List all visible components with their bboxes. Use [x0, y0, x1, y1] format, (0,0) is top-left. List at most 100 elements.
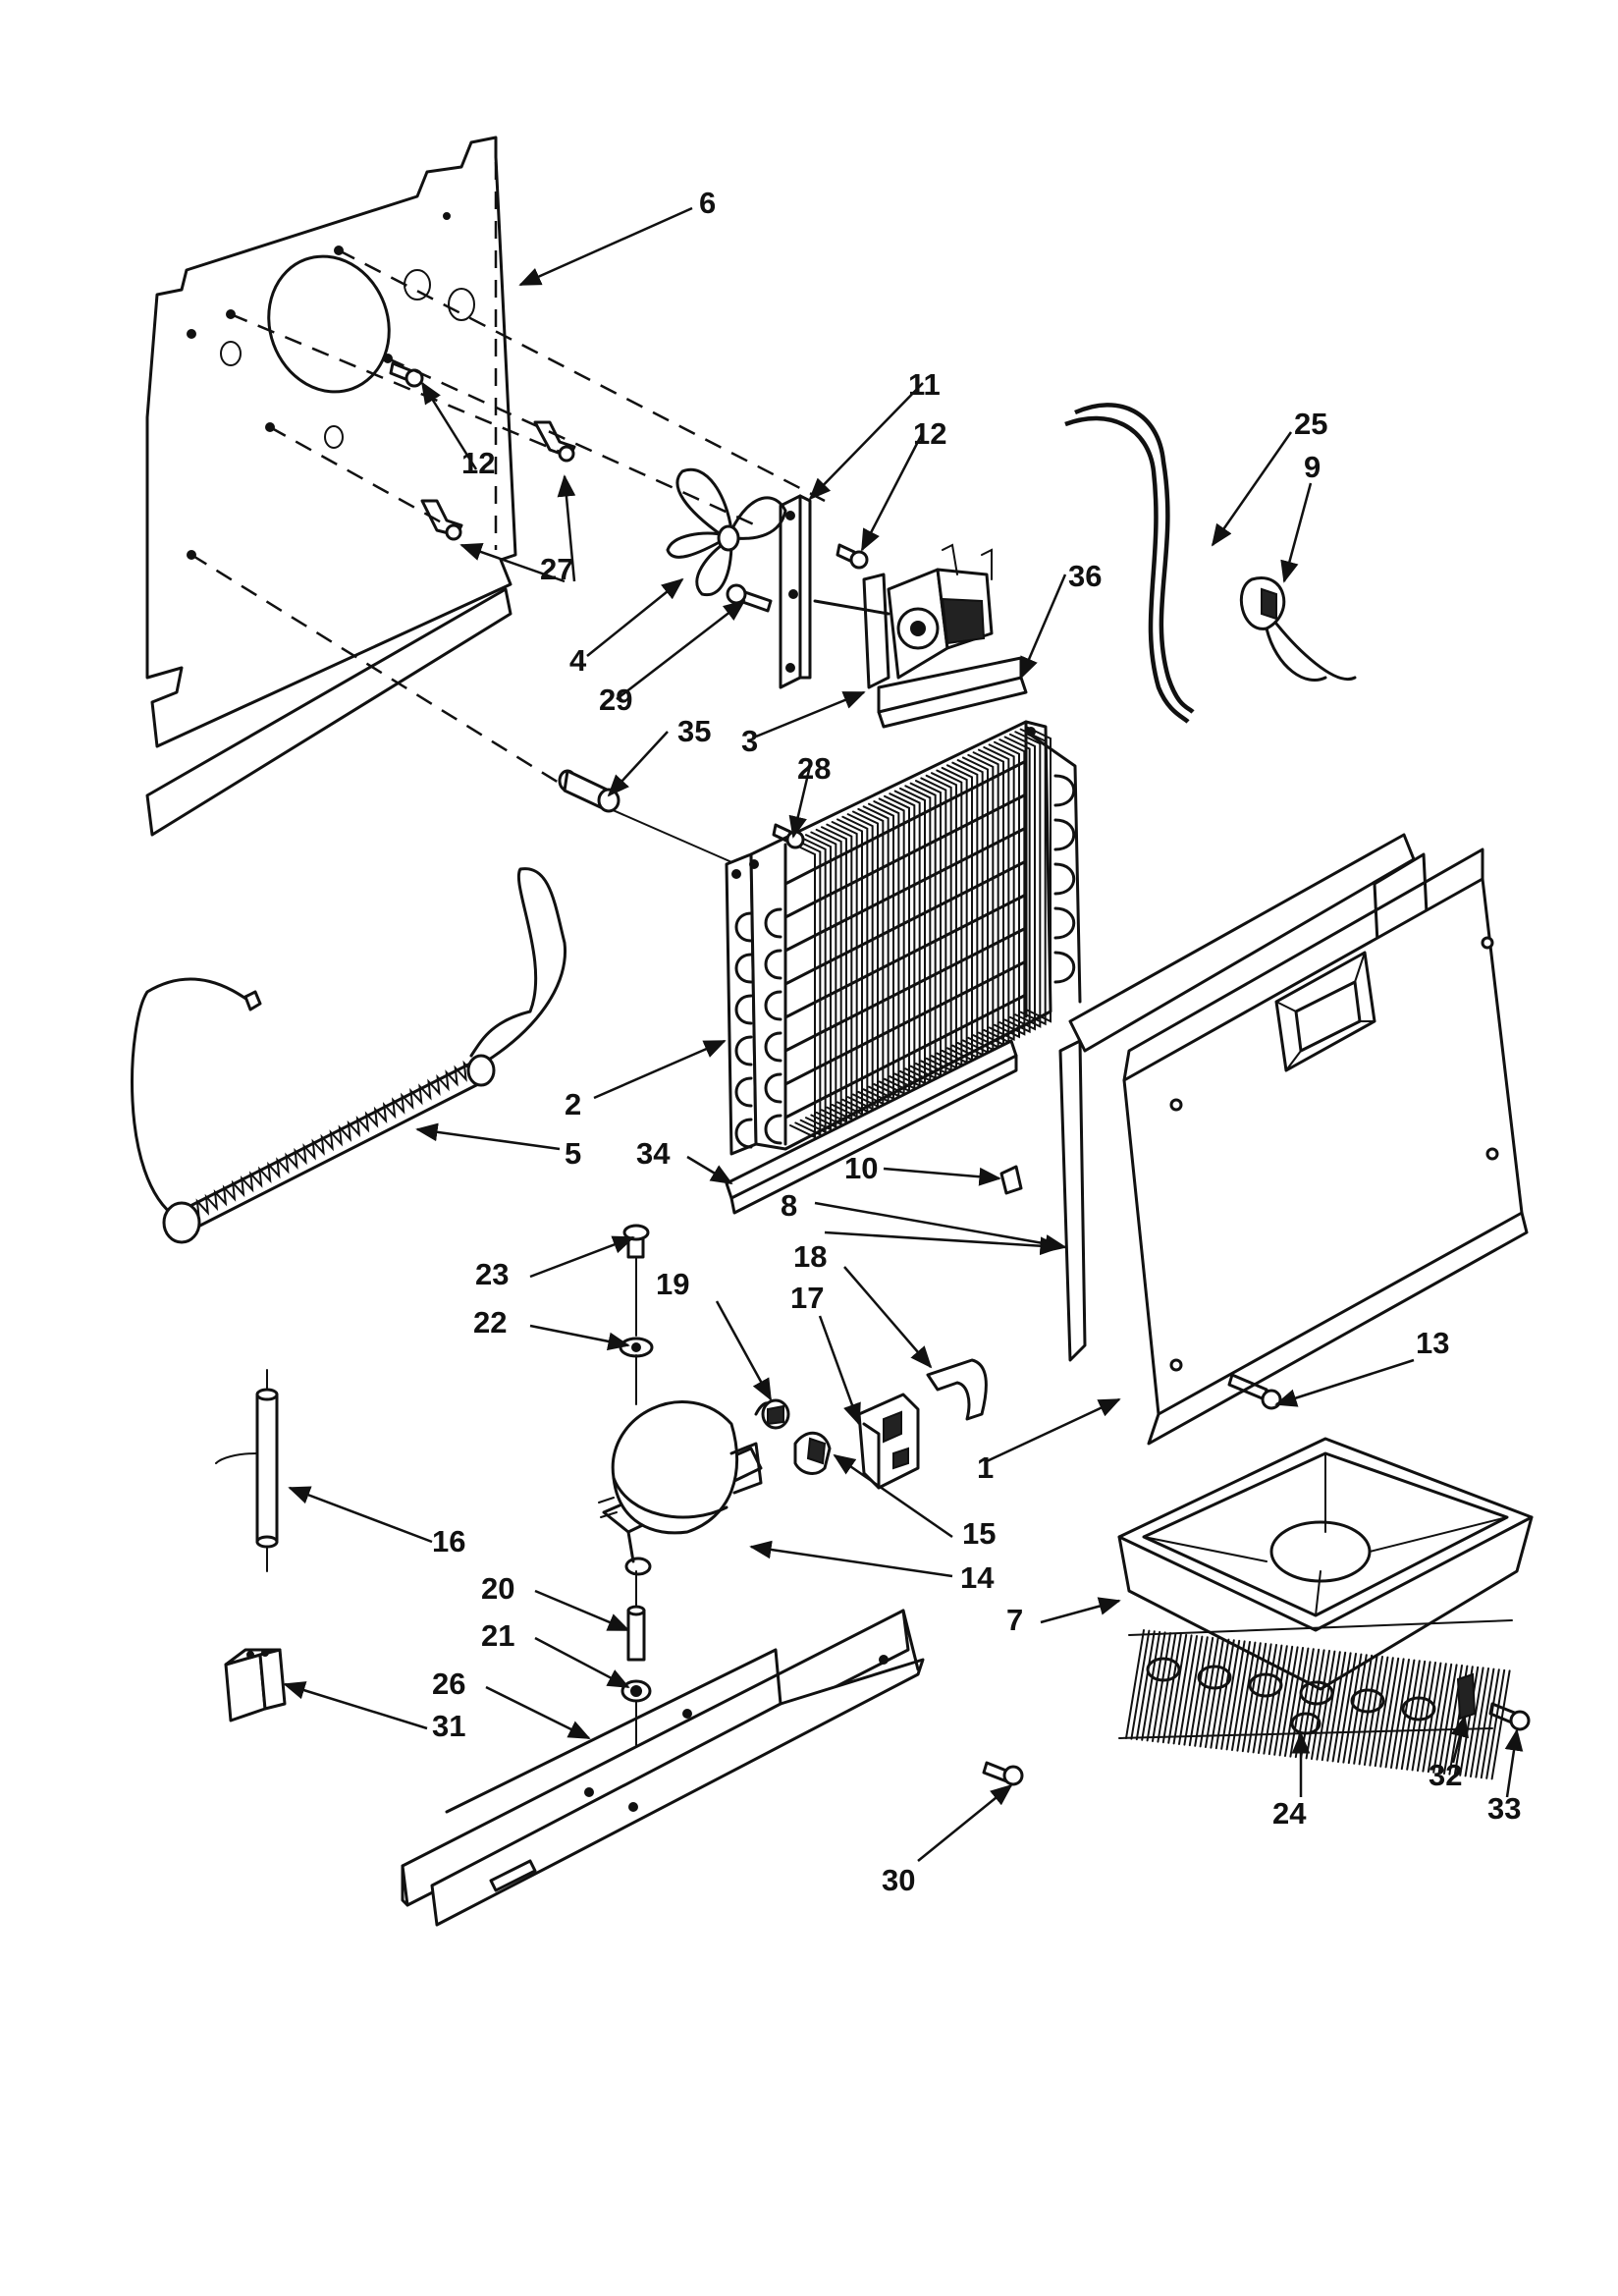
condenser-fin	[1273, 1645, 1294, 1756]
leader-line	[485, 1685, 591, 1740]
callout-26: 26	[432, 1667, 465, 1701]
evaporator-fin	[889, 793, 916, 1090]
evaporator-tube	[783, 959, 1028, 1086]
evaporator-fin	[983, 745, 1010, 1044]
leader-line	[986, 1397, 1121, 1463]
leader-line	[860, 431, 925, 552]
callout-9: 9	[1304, 450, 1321, 484]
evaporator-fin	[941, 766, 968, 1065]
defrost-heater-part	[131, 867, 567, 1244]
condenser-fin	[1278, 1646, 1299, 1757]
screw-12-part	[836, 543, 869, 570]
condenser-loop	[1146, 1657, 1181, 1682]
callout-30: 30	[882, 1863, 915, 1897]
evaporator-fin	[1014, 731, 1042, 1028]
evaporator-fin	[956, 759, 984, 1057]
evaporator-fin	[946, 764, 973, 1062]
leader-line	[288, 1486, 433, 1544]
evaporator-fin	[951, 761, 979, 1060]
condenser-fin	[1422, 1662, 1442, 1773]
evaporator-fin	[915, 780, 942, 1077]
evaporator-fin	[893, 790, 921, 1088]
evaporator-fin	[794, 839, 822, 1136]
leader-line	[749, 1540, 953, 1578]
evaporator-loop	[764, 990, 782, 1021]
condenser-fin	[1141, 1630, 1161, 1741]
condenser-loop	[1197, 1665, 1232, 1690]
base-rail-part	[401, 1609, 925, 1927]
evaporator-fin	[810, 831, 837, 1129]
callout-34: 34	[636, 1136, 671, 1171]
evaporator-loop	[1053, 862, 1076, 896]
evaporator-fin	[972, 751, 999, 1049]
callout-13: 13	[1416, 1326, 1449, 1360]
condenser-fin	[1459, 1666, 1480, 1777]
evaporator-fin	[909, 782, 937, 1080]
condenser-fin	[1205, 1638, 1224, 1748]
callout-32: 32	[1429, 1758, 1462, 1792]
evaporator-loop	[764, 907, 782, 939]
condenser-fin	[1263, 1644, 1283, 1755]
evaporator-fin	[1003, 736, 1031, 1034]
leader-line	[833, 1453, 953, 1539]
leader-line	[534, 1589, 630, 1632]
evaporator-fin	[789, 842, 816, 1139]
callout-23: 23	[475, 1257, 509, 1291]
callout-22: 22	[473, 1305, 507, 1339]
evaporator-fin	[931, 772, 957, 1069]
evaporator-fin	[815, 828, 842, 1126]
evaporator-loop	[1053, 951, 1076, 984]
condenser-fin	[1135, 1630, 1156, 1741]
screw-29-part	[726, 583, 773, 613]
condenser-fin	[1231, 1641, 1251, 1751]
leader-line	[1280, 482, 1313, 583]
condenser-loops	[1146, 1657, 1436, 1735]
leader-line	[459, 543, 566, 583]
evaporator-tube	[783, 893, 1028, 1019]
condenser-fin	[1406, 1660, 1427, 1771]
evaporator-coil-part	[725, 720, 1082, 1156]
evaporator-loop	[734, 1076, 753, 1108]
evaporator-fin	[1009, 733, 1036, 1031]
evaporator-tube	[783, 859, 1028, 986]
leader-line	[415, 1122, 561, 1151]
screw-13-part	[1227, 1373, 1282, 1410]
condenser-fin	[1316, 1650, 1336, 1761]
evaporator-fin	[868, 802, 894, 1101]
leader-line	[1040, 1597, 1121, 1624]
evaporator-fin	[978, 748, 1004, 1047]
condenser-fin	[1374, 1657, 1394, 1768]
leader-line	[788, 765, 812, 839]
condenser-fin	[1247, 1642, 1267, 1753]
leader-line	[1019, 574, 1067, 680]
condenser-fin	[1199, 1637, 1219, 1748]
evaporator-fin	[988, 743, 1015, 1041]
condenser-fin	[1236, 1641, 1257, 1752]
leader-lines	[283, 206, 1524, 1862]
condenser-fin	[1432, 1663, 1453, 1774]
evaporator-fin	[826, 823, 853, 1121]
leader-line	[824, 1230, 1062, 1256]
condenser-fin	[1353, 1654, 1374, 1765]
condenser-fin	[1342, 1653, 1363, 1764]
evaporator-tube	[783, 993, 1028, 1120]
condenser-fin	[1183, 1635, 1204, 1746]
condenser-loop	[1350, 1688, 1385, 1714]
callout-8: 8	[781, 1188, 797, 1223]
compressor-part	[598, 1400, 778, 1576]
evaporator-loop	[764, 949, 782, 980]
leader-line	[557, 474, 576, 582]
condenser-fin	[1384, 1658, 1405, 1769]
condenser-fin	[1326, 1651, 1347, 1762]
condenser-fin	[1437, 1664, 1458, 1775]
access-cover-part	[1058, 833, 1529, 1446]
condenser-coil-part	[1118, 1619, 1513, 1780]
condenser-fin	[1411, 1661, 1431, 1772]
callout-17: 17	[790, 1281, 824, 1315]
evaporator-fin	[836, 818, 863, 1116]
condenser-fin	[1400, 1660, 1421, 1771]
condenser-fin	[1172, 1634, 1193, 1745]
evaporator-fin	[998, 738, 1026, 1036]
filter-drier-part	[215, 1369, 279, 1572]
evaporator-tube	[783, 759, 1028, 886]
